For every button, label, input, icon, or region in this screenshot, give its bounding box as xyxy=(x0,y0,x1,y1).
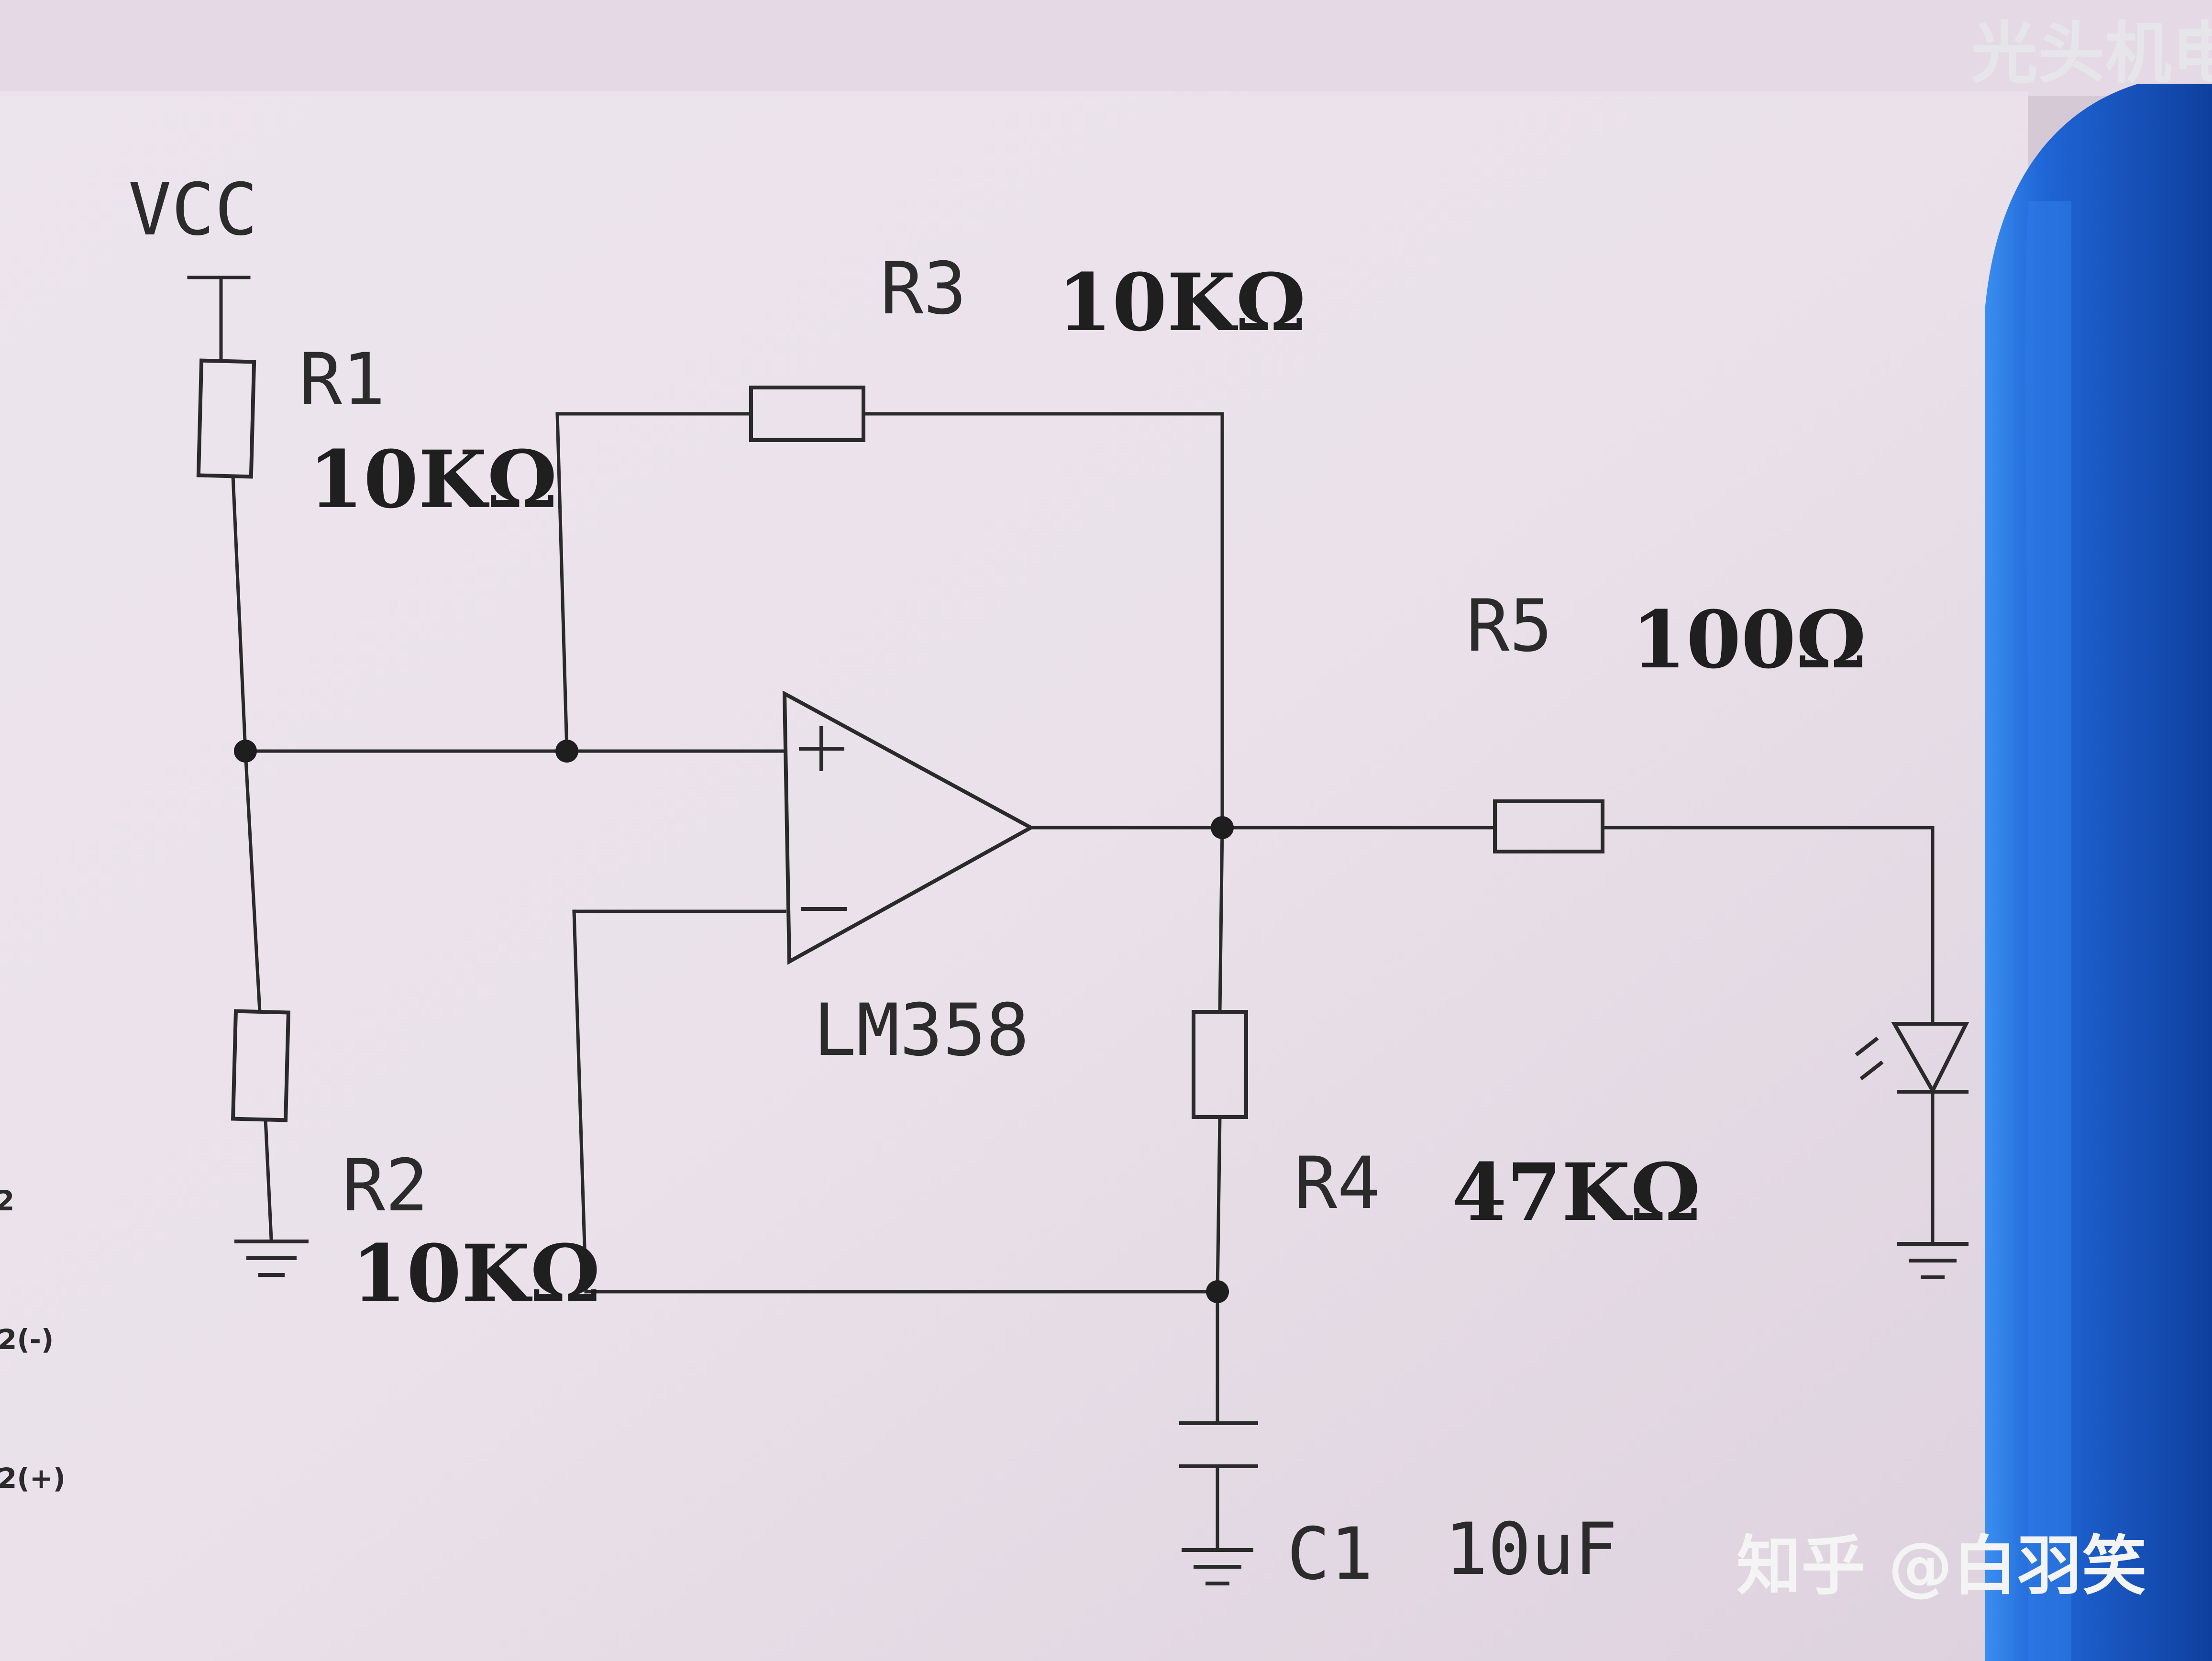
r3-name: R3 xyxy=(880,247,967,331)
wire-r2-gnd xyxy=(264,1118,273,1241)
resistor-r2 xyxy=(231,1009,291,1122)
vcc-label: VCC xyxy=(128,168,258,252)
resistor-r4 xyxy=(1192,1010,1248,1119)
watermark-top: 光头机电 xyxy=(1971,15,2212,93)
resistor-r3 xyxy=(749,386,865,442)
r1-value: 10KΩ xyxy=(309,433,557,526)
opamp-label: LM358 xyxy=(813,989,1029,1072)
capacitor-c1 xyxy=(1179,1421,1258,1468)
resistor-r5 xyxy=(1493,799,1604,853)
r4-value: 47KΩ xyxy=(1452,1146,1701,1239)
led-ray-1 xyxy=(1855,1036,1879,1057)
side-label-2: 2(-) xyxy=(0,1323,54,1356)
led-diode xyxy=(1855,1022,1969,1095)
junction-left xyxy=(234,740,257,763)
r2-name: R2 xyxy=(342,1144,429,1228)
ground-led xyxy=(1897,1242,1969,1279)
paper-top-edge xyxy=(0,0,2212,96)
r5-name: R5 xyxy=(1466,585,1553,668)
r5-value: 100Ω xyxy=(1631,593,1866,686)
r3-value: 10KΩ xyxy=(1057,256,1306,349)
side-label-3: 2(+) xyxy=(0,1462,66,1495)
wires xyxy=(187,276,1935,1550)
watermark-zhihu: 知乎 @白羽笑 xyxy=(1736,1528,2146,1604)
opamp-lm358 xyxy=(782,690,1035,965)
ground-c1 xyxy=(1182,1548,1253,1585)
side-label-1: 2 xyxy=(0,1185,14,1217)
wire-r4-node xyxy=(1216,1115,1222,1294)
wire-node-r2 xyxy=(243,749,262,1014)
resistor-r1 xyxy=(196,358,256,479)
wire-minus-down xyxy=(572,909,588,1294)
r2-value: 10KΩ xyxy=(352,1227,600,1320)
c1-name: C1 xyxy=(1287,1513,1373,1596)
led-ray-2 xyxy=(1859,1060,1884,1081)
paper-sheet xyxy=(0,91,2028,1661)
ground-r2 xyxy=(234,1240,309,1277)
junction-plus xyxy=(555,740,578,763)
junction-bottom xyxy=(1206,1280,1229,1303)
wire-plus-up xyxy=(555,412,569,753)
wire-out-r4 xyxy=(1218,826,1224,1014)
wire-r1-node xyxy=(231,474,247,753)
blue-device-highlight xyxy=(2025,201,2071,1661)
c1-value: 10uF xyxy=(1445,1508,1617,1591)
r1-name: R1 xyxy=(299,338,386,421)
junction-output xyxy=(1211,816,1234,839)
blue-device xyxy=(1985,84,2212,1661)
r4-name: R4 xyxy=(1294,1142,1381,1225)
junctions xyxy=(234,740,1234,1303)
